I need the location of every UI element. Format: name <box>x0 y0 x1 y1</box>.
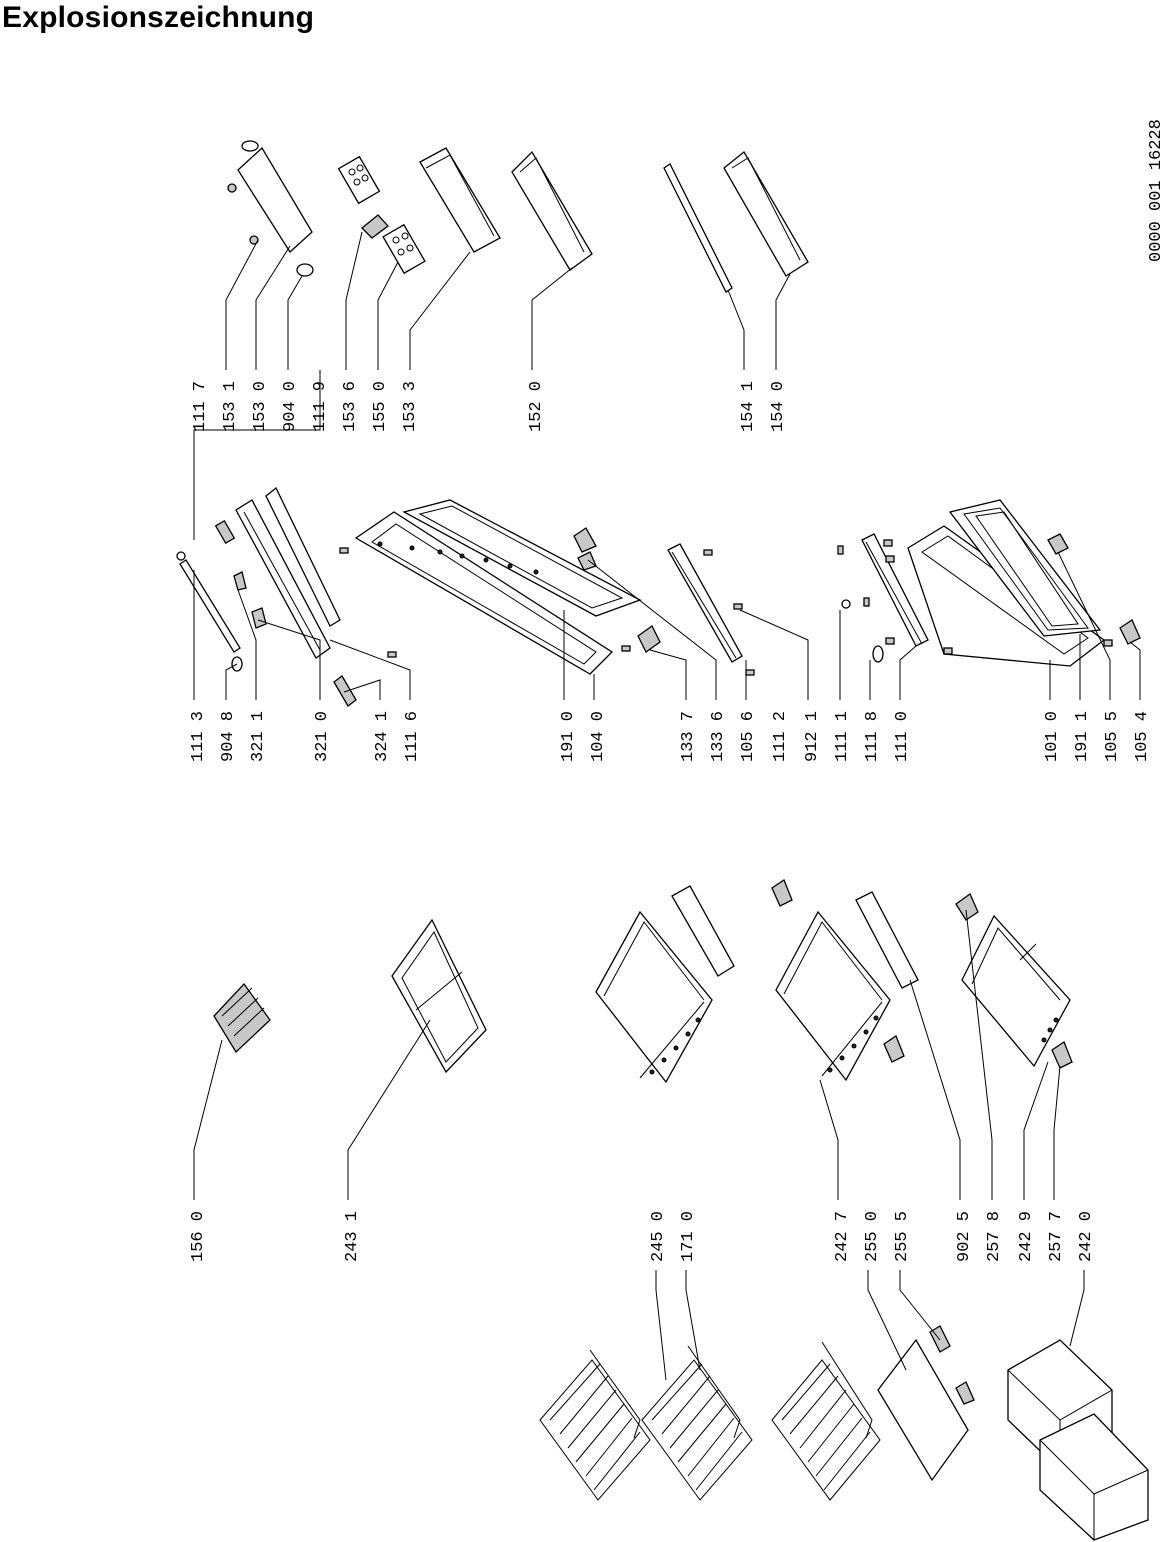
label-133-7: 133 7 <box>679 711 698 762</box>
part-324-1 <box>333 675 357 707</box>
label-111-9: 111 9 <box>311 381 330 432</box>
label-243-1: 243 1 <box>343 1211 362 1262</box>
wire-shelf-3 <box>771 1341 881 1501</box>
label-255-5: 255 5 <box>893 1211 912 1262</box>
part-153-3 <box>419 147 501 253</box>
part-154-1 <box>663 163 733 293</box>
label-242-7: 242 7 <box>833 1211 852 1262</box>
wire-shelf-1 <box>539 1349 651 1501</box>
labels-bottom: 156 0 243 1 245 0 171 0 242 7 255 0 255 … <box>189 1211 1096 1262</box>
labels-middle: 111 3 904 8 321 1 321 0 324 1 111 6 191 … <box>189 711 1152 762</box>
part-153-6 <box>361 214 389 239</box>
label-133-6: 133 6 <box>709 711 728 762</box>
label-242-9: 242 9 <box>1017 1211 1036 1262</box>
part-257-7 <box>1051 1041 1073 1069</box>
part-245-0 <box>595 910 713 1084</box>
wire-shelf-2 <box>641 1345 753 1501</box>
glass-shelf <box>877 1338 969 1482</box>
label-105-6: 105 6 <box>739 711 758 762</box>
part-111-3 <box>179 559 241 653</box>
label-191-0: 191 0 <box>559 711 578 762</box>
label-111-8: 111 8 <box>863 711 882 762</box>
door-bins-group: 111 7 153 1 153 0 904 0 111 9 153 6 155 … <box>191 140 809 540</box>
label-152-0: 152 0 <box>527 381 546 432</box>
part-111-9 <box>265 486 341 627</box>
label-154-1: 154 1 <box>739 381 758 432</box>
label-156-0: 156 0 <box>189 1211 208 1262</box>
drawing-number: 0000 001 16228 <box>1147 119 1162 262</box>
part-255-0 <box>855 891 919 989</box>
label-255-0: 255 0 <box>863 1211 882 1262</box>
doors-group: 111 3 904 8 321 1 321 0 324 1 111 6 191 … <box>176 486 1152 762</box>
label-101-0: 101 0 <box>1043 711 1062 762</box>
part-104-0 <box>354 511 614 675</box>
part-156-0 <box>213 982 271 1054</box>
part-171-0 <box>671 885 735 977</box>
part-111-7 <box>214 519 236 545</box>
label-324-1: 324 1 <box>373 711 392 762</box>
label-904-8: 904 8 <box>219 711 238 762</box>
label-242-0: 242 0 <box>1077 1211 1096 1262</box>
page-title: Explosionszeichnung <box>2 1 315 34</box>
part-191-1 <box>948 499 1102 637</box>
label-111-6: 111 6 <box>403 711 422 762</box>
part-105-4 <box>1119 619 1141 645</box>
label-257-8: 257 8 <box>985 1211 1004 1262</box>
box-2 <box>1039 1413 1149 1541</box>
part-255-5 <box>955 893 979 921</box>
label-111-3: 111 3 <box>189 711 208 762</box>
part-242-7 <box>775 910 891 1082</box>
label-257-7: 257 7 <box>1047 1211 1066 1262</box>
label-904-0: 904 0 <box>281 381 300 432</box>
labels-top-right: 111 7 153 1 153 0 904 0 111 9 153 6 155 … <box>191 381 788 432</box>
label-111-1: 111 1 <box>833 711 852 762</box>
label-154-0: 154 0 <box>769 381 788 432</box>
part-111-2 <box>667 543 743 663</box>
label-912-1: 912 1 <box>803 711 822 762</box>
part-242-9 <box>961 914 1071 1068</box>
part-902-5 <box>771 879 793 907</box>
label-105-5: 105 5 <box>1103 711 1122 762</box>
label-153-1: 153 1 <box>221 381 240 432</box>
part-153-0 <box>237 146 313 254</box>
label-105-4: 105 4 <box>1133 711 1152 762</box>
label-111-2: 111 2 <box>771 711 790 762</box>
label-111-0: 111 0 <box>893 711 912 762</box>
label-321-0: 321 0 <box>313 711 332 762</box>
label-902-5: 902 5 <box>955 1211 974 1262</box>
label-153-6: 153 6 <box>341 381 360 432</box>
label-321-1: 321 1 <box>249 711 268 762</box>
label-191-1: 191 1 <box>1073 711 1092 762</box>
shelves-drawers-group: 156 0 243 1 245 0 171 0 242 7 255 0 255 … <box>189 879 1149 1541</box>
label-104-0: 104 0 <box>589 711 608 762</box>
label-111-7: 111 7 <box>191 381 210 432</box>
label-153-0: 153 0 <box>251 381 270 432</box>
part-155-0-b <box>382 223 426 275</box>
part-133-6 <box>573 527 597 553</box>
part-111-0 <box>861 533 929 647</box>
label-245-0: 245 0 <box>649 1211 668 1262</box>
part-154-0 <box>723 151 809 277</box>
label-155-0: 155 0 <box>371 381 390 432</box>
part-133-7 <box>637 625 661 653</box>
part-257-8 <box>883 1035 905 1063</box>
part-105-5 <box>1047 533 1069 555</box>
part-152-0 <box>511 150 593 271</box>
label-171-0: 171 0 <box>679 1211 698 1262</box>
label-153-3: 153 3 <box>401 381 420 432</box>
